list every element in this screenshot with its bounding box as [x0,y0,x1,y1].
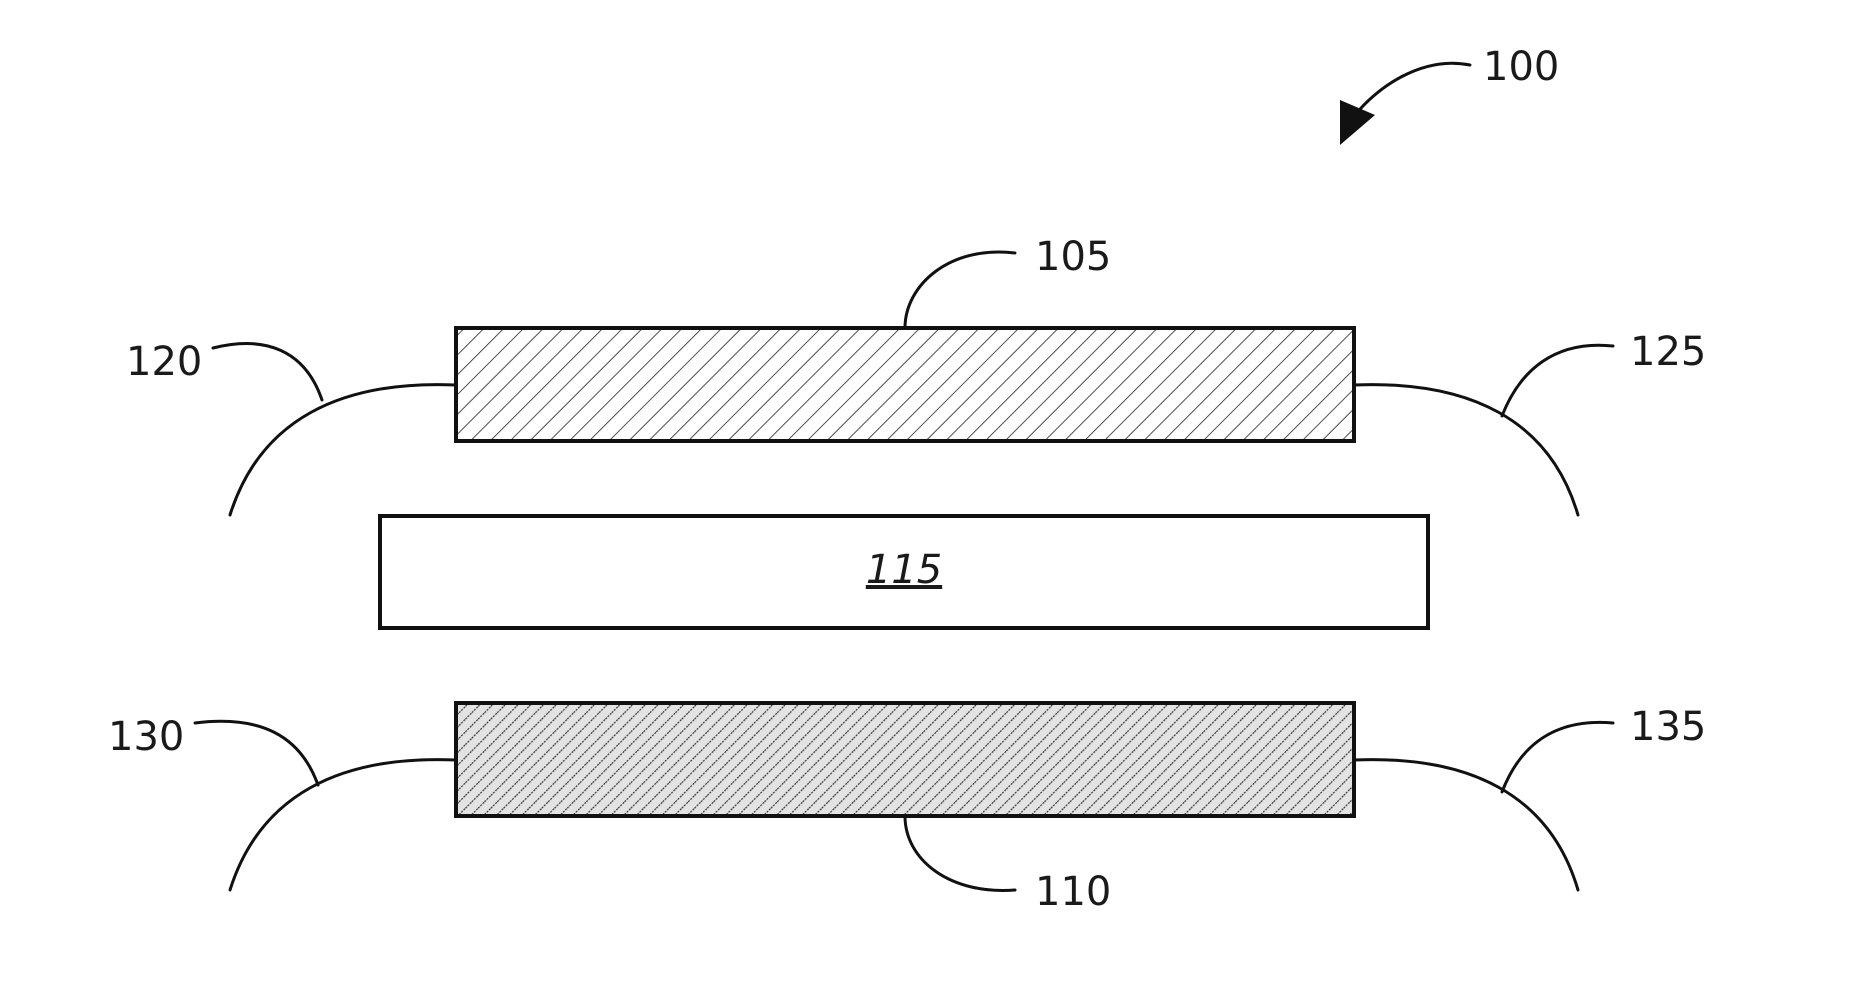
label-115: 115 [866,547,942,593]
lead-130 [230,760,456,890]
label-105: 105 [1035,234,1111,280]
leader-135 [1502,722,1613,792]
label-120: 120 [126,339,202,385]
label-130: 130 [108,714,184,760]
label-100: 100 [1483,44,1559,90]
leader-105 [905,252,1015,328]
bottom-plate-110 [456,703,1354,816]
leader-120 [213,344,322,400]
lead-125 [1354,385,1578,515]
assembly-arrow [1340,63,1470,145]
leader-130 [195,721,318,785]
lead-120 [230,385,456,515]
label-135: 135 [1630,704,1706,750]
leader-125 [1502,345,1613,416]
leader-110 [905,816,1015,890]
lead-135 [1354,760,1578,890]
label-110: 110 [1035,869,1111,915]
label-125: 125 [1630,329,1706,375]
top-plate-105 [456,328,1354,441]
